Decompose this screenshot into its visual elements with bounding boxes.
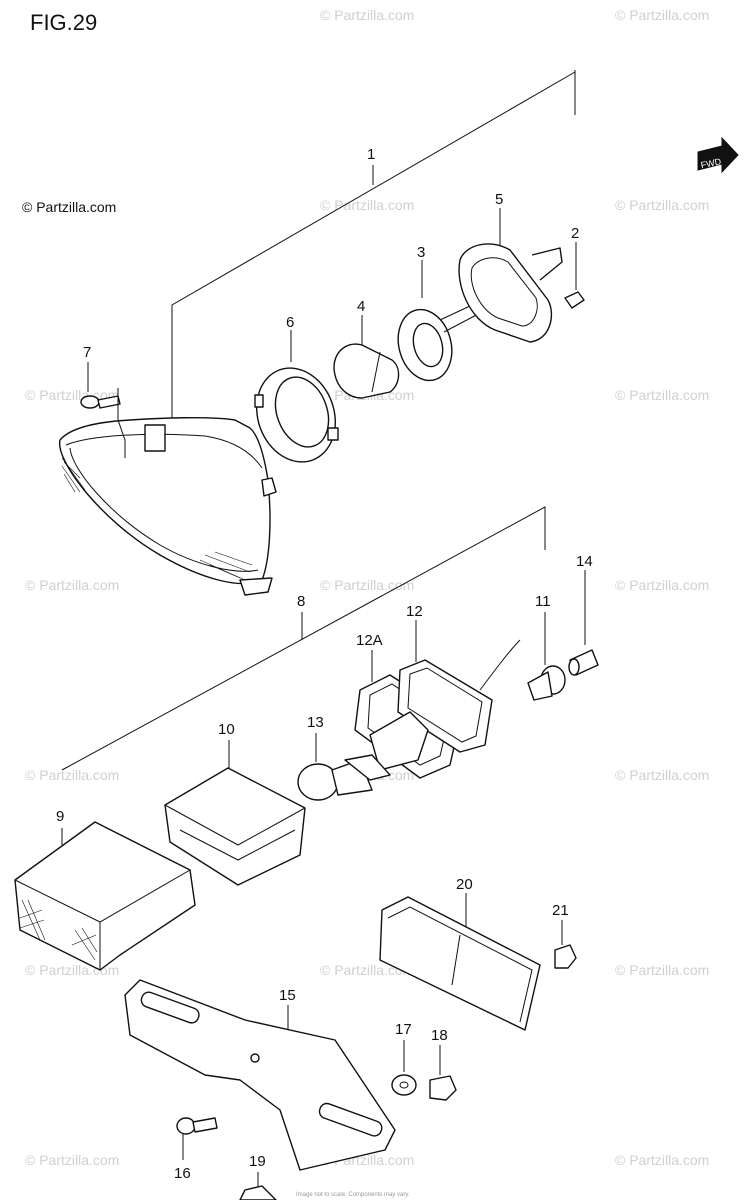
assembly-1-leader (171, 70, 576, 425)
watermark: © Partzilla.com (615, 197, 709, 213)
fwd-arrow-icon: FWD (697, 136, 739, 174)
callout-12: 12 (406, 603, 423, 620)
nut-18 (429, 1045, 457, 1101)
callout-7: 7 (83, 344, 91, 361)
watermark: © Partzilla.com (320, 577, 414, 593)
callout-14: 14 (576, 553, 593, 570)
bolt-16 (176, 1117, 218, 1160)
watermark: © Partzilla.com (615, 962, 709, 978)
callout-19: 19 (249, 1153, 266, 1170)
gasket-12 (397, 620, 521, 753)
watermark: © Partzilla.com (320, 197, 414, 213)
callout-13: 13 (307, 714, 324, 731)
watermark: © Partzilla.com (25, 1152, 119, 1168)
callout-1: 1 (367, 146, 375, 163)
callouts: 1 2 3 4 5 6 7 8 9 10 11 12 12A 13 14 15 … (56, 146, 593, 1182)
callout-20: 20 (456, 876, 473, 893)
callout-2: 2 (571, 225, 579, 242)
callout-5: 5 (495, 191, 503, 208)
bulb-4 (333, 315, 400, 399)
license-lens-9 (14, 821, 196, 971)
watermark: © Partzilla.com (320, 962, 414, 978)
watermark: © Partzilla.com (615, 767, 709, 783)
callout-15: 15 (279, 987, 296, 1004)
socket-ring-6 (254, 330, 339, 463)
nut-21 (554, 920, 577, 969)
callout-12a: 12A (356, 632, 383, 649)
clip-19 (239, 1172, 277, 1200)
watermark: © Partzilla.com (615, 577, 709, 593)
callout-8: 8 (297, 593, 305, 610)
callout-10: 10 (218, 721, 235, 738)
lower-bulb-socket (344, 711, 429, 781)
lens-cover-10 (164, 740, 306, 886)
reflector-20 (379, 893, 541, 1031)
callout-4: 4 (357, 298, 365, 315)
watermark: © Partzilla.com (320, 7, 414, 23)
upper-lens-housing (59, 417, 277, 596)
gasket-5 (458, 208, 563, 343)
screw-7 (80, 362, 126, 458)
figure-title: FIG.29 (30, 10, 97, 35)
footer-note: Image not to scale. Components may vary. (296, 1192, 410, 1198)
bracket-15 (124, 979, 396, 1171)
callout-17: 17 (395, 1021, 412, 1038)
spacer-14 (568, 570, 599, 676)
callout-6: 6 (286, 314, 294, 331)
watermark: © Partzilla.com (615, 387, 709, 403)
fwd-label: FWD (700, 156, 723, 170)
watermark: © Partzilla.com (25, 577, 119, 593)
assembly-8-leader (61, 506, 546, 845)
copyright-notice: © Partzilla.com (22, 199, 116, 215)
callout-21: 21 (552, 902, 569, 919)
screw-2 (564, 242, 585, 309)
watermark: © Partzilla.com (25, 767, 119, 783)
bulb-socket-3 (397, 260, 506, 382)
washer-17 (391, 1040, 417, 1096)
callout-18: 18 (431, 1027, 448, 1044)
grommet-11 (527, 612, 566, 701)
watermark: © Partzilla.com (615, 1152, 709, 1168)
callout-3: 3 (417, 244, 425, 261)
callout-11: 11 (535, 593, 551, 610)
watermark: © Partzilla.com (615, 7, 709, 23)
callout-16: 16 (174, 1165, 191, 1182)
callout-9: 9 (56, 808, 64, 825)
